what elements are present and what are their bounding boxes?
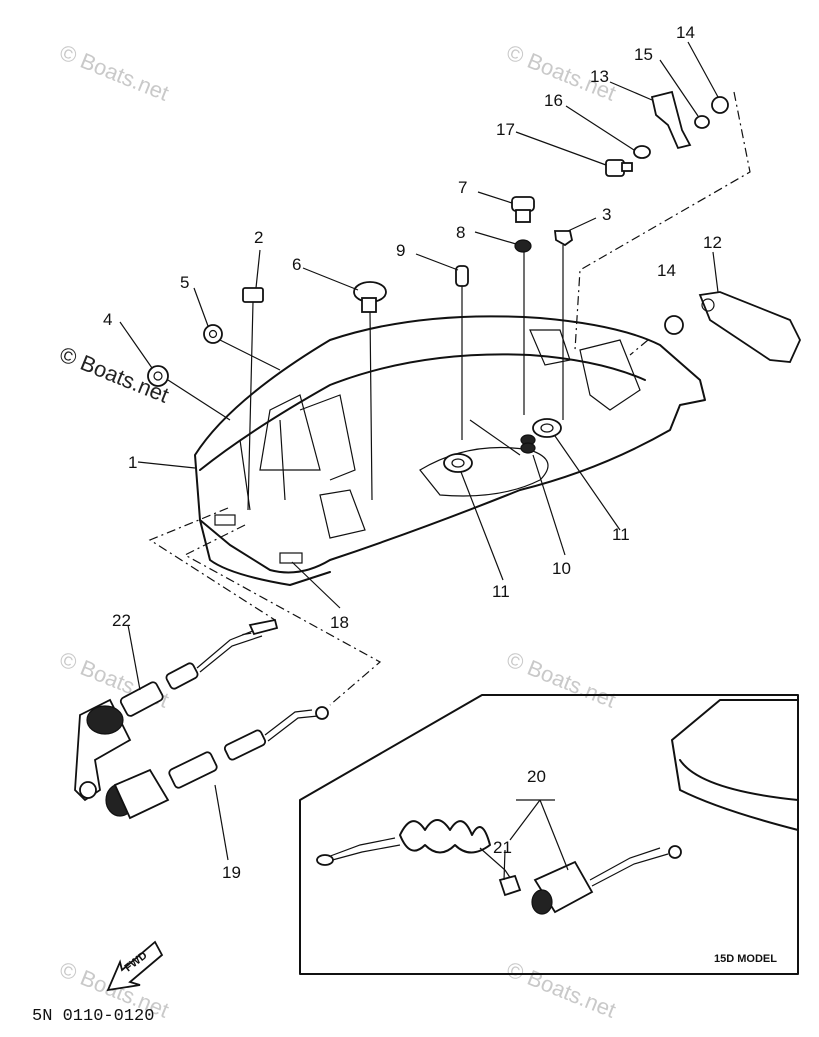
spring-10 xyxy=(520,434,536,454)
callout-11a: 11 xyxy=(492,582,510,601)
callout-22: 22 xyxy=(112,611,131,630)
bottom-cowling xyxy=(194,315,706,586)
callout-3: 3 xyxy=(602,205,611,224)
nut-14-top xyxy=(711,96,729,114)
leader-21 xyxy=(503,849,506,881)
knob-6 xyxy=(353,281,387,313)
drawing-code: 5N 0110-0120 xyxy=(32,1007,154,1026)
lever-12 xyxy=(698,291,801,363)
lanyard-21 xyxy=(316,819,522,897)
callout-18: 18 xyxy=(330,613,349,632)
watermarks: © Boats.net © Boats.net © Boats.net © Bo… xyxy=(56,39,619,1022)
callout-2: 2 xyxy=(254,228,263,247)
callout-17: 17 xyxy=(496,120,515,139)
grommet-11-left xyxy=(443,453,473,473)
nut-14-mid xyxy=(664,315,684,335)
callout-6: 6 xyxy=(292,255,301,274)
callout-21: 21 xyxy=(493,838,512,857)
callout-19: 19 xyxy=(222,863,241,882)
callout-16: 16 xyxy=(544,91,563,110)
callout-20: 20 xyxy=(527,767,546,786)
callout-4: 4 xyxy=(103,310,112,329)
callout-labels: 1 2 3 4 5 6 7 8 9 10 11 11 12 13 14 14 1… xyxy=(103,23,722,882)
bracket-13 xyxy=(650,90,692,150)
washer-15 xyxy=(694,115,710,129)
callout-5: 5 xyxy=(180,273,189,292)
callout-13: 13 xyxy=(590,67,609,86)
callout-9: 9 xyxy=(396,241,405,260)
nut-4 xyxy=(147,365,169,387)
callout-8: 8 xyxy=(456,223,465,242)
nut-5 xyxy=(203,324,223,344)
leader-lines xyxy=(119,41,751,609)
bracket-20-21 xyxy=(509,799,569,871)
screw-3 xyxy=(553,230,574,247)
leader-19 xyxy=(214,784,229,861)
switch-19 xyxy=(105,706,329,820)
switch-20 xyxy=(531,845,682,915)
pin-9 xyxy=(455,265,469,287)
callout-12: 12 xyxy=(703,233,722,252)
callout-7: 7 xyxy=(458,178,467,197)
callout-14a: 14 xyxy=(676,23,695,42)
inset-frame xyxy=(299,694,799,975)
grommet-11-right xyxy=(532,418,562,438)
watermark-1: © Boats.net xyxy=(56,39,172,105)
callout-11b: 11 xyxy=(612,525,630,544)
stop-switch-22 xyxy=(74,618,279,802)
washer-16 xyxy=(633,145,651,159)
callout-15: 15 xyxy=(634,45,653,64)
leader-22 xyxy=(127,624,141,691)
washer-8 xyxy=(514,239,532,253)
callout-14b: 14 xyxy=(657,261,676,280)
inset-label: 15D MODEL xyxy=(714,953,777,965)
watermark-6: © Boats.net xyxy=(503,956,619,1022)
bolt-7 xyxy=(511,196,535,223)
callout-1: 1 xyxy=(128,453,137,472)
clip-2 xyxy=(242,287,264,303)
fwd-arrow-icon: FWD xyxy=(106,940,164,992)
screw-17 xyxy=(605,159,633,177)
callout-10: 10 xyxy=(552,559,571,578)
watermark-4: © Boats.net xyxy=(503,646,619,712)
